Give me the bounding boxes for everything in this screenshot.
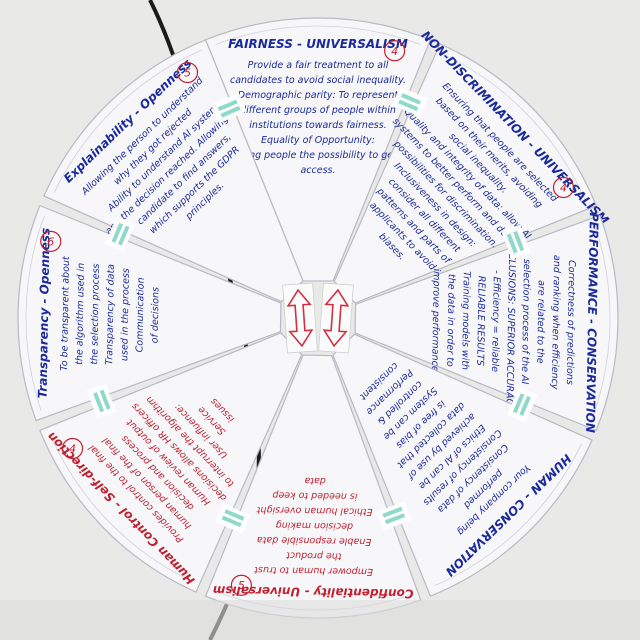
segment-line: different groups of people within: [240, 105, 396, 116]
priority-circle: [61, 437, 84, 460]
segment-line: and ranking when efficiency: [549, 255, 562, 390]
segment-line: - Efficiency = reliable: [489, 270, 502, 372]
segment-line: Providing people the possibility to get …: [217, 150, 420, 161]
priority-circle: [552, 176, 575, 199]
segment-line: Enable responsible data: [257, 534, 372, 547]
segment-line: Provide a fair treatment to all: [248, 60, 389, 71]
priority-number: 6: [47, 235, 54, 248]
segment-line: Correctness of predictions: [564, 260, 577, 385]
segment-line: the product: [285, 549, 342, 561]
tape-equals: [215, 503, 251, 534]
priority-circle: [40, 230, 62, 252]
segment-line: of decisions: [150, 287, 162, 344]
center-arrow-icon: [318, 282, 354, 354]
segment-line: Demographic parity: To represent: [238, 90, 400, 101]
priority-number: 4: [69, 443, 76, 456]
tape-equals: [501, 224, 531, 260]
segment-line: access.: [300, 165, 335, 176]
segment-line: the algorithm used in: [74, 263, 87, 365]
segment-transparency: Transparency - Openness To be transparent…: [17, 204, 282, 422]
segment-line: Ethical human oversight: [255, 504, 372, 517]
segment-performance: PERFORMANCE - CONSERVATION Correctness of…: [354, 213, 619, 433]
segment-line: data: [304, 475, 326, 486]
segment-line: Equality of Opportunity:: [261, 135, 375, 146]
floor-shadow: [0, 600, 640, 640]
segment-line: Empower human to trust: [253, 564, 373, 577]
segment-title: Confidentiality - Universalism: [213, 583, 414, 601]
segment-line: Transparency of data: [104, 264, 117, 365]
segment-fairness: FAIRNESS - UNIVERSALISM Provide a fair tr…: [204, 17, 432, 282]
tape-equals: [507, 387, 538, 423]
priority-number: 4: [560, 181, 567, 194]
priority-circle: [230, 574, 252, 596]
segment-nondiscrimination: NON-DISCRIMINATION - UNIVERSALISMEnsurin…: [333, 28, 612, 304]
segment-line: is needed to keep: [272, 489, 357, 501]
priority-number: 5: [184, 67, 191, 80]
tape-equals: [105, 216, 136, 252]
priority-circle: [384, 40, 406, 62]
priority-number: 4: [391, 45, 398, 58]
segment-line: To be transparent about: [59, 255, 72, 371]
segment-title: PERFORMANCE - CONSERVATION: [583, 213, 601, 433]
segment-line: used in the process: [119, 268, 132, 361]
segment-line: Training models with: [459, 271, 472, 370]
segment-line: selection process of the AI: [519, 259, 532, 385]
segment-line: CONCLUSIONS: SUPERIOR ACCURACY: [503, 232, 517, 413]
tape-equals: [211, 93, 247, 124]
segment-line: the data in order to: [444, 274, 457, 367]
tape-equals: [86, 383, 117, 419]
segment-line: decision making: [276, 519, 354, 531]
segment-title: Transparency - Openness: [36, 228, 53, 399]
segment-line: institutions towards fairness.: [249, 120, 386, 131]
segment-line: RELIABLE RESULTS: [474, 276, 487, 366]
segment-line: Communication: [134, 277, 146, 352]
segment-line: improve performance: [429, 268, 442, 371]
center-arrow-icon: [282, 282, 318, 354]
segment-line: are related to the: [534, 280, 546, 364]
tape-equals: [376, 501, 412, 531]
priority-number: 5: [238, 579, 245, 592]
segment-line: the selection process: [89, 263, 102, 364]
segment-title: FAIRNESS - UNIVERSALISM: [228, 37, 408, 51]
segment-line: candidates to avoid social inequality.: [230, 75, 406, 86]
priority-circle: [176, 61, 199, 84]
tape-equals: [392, 86, 428, 117]
